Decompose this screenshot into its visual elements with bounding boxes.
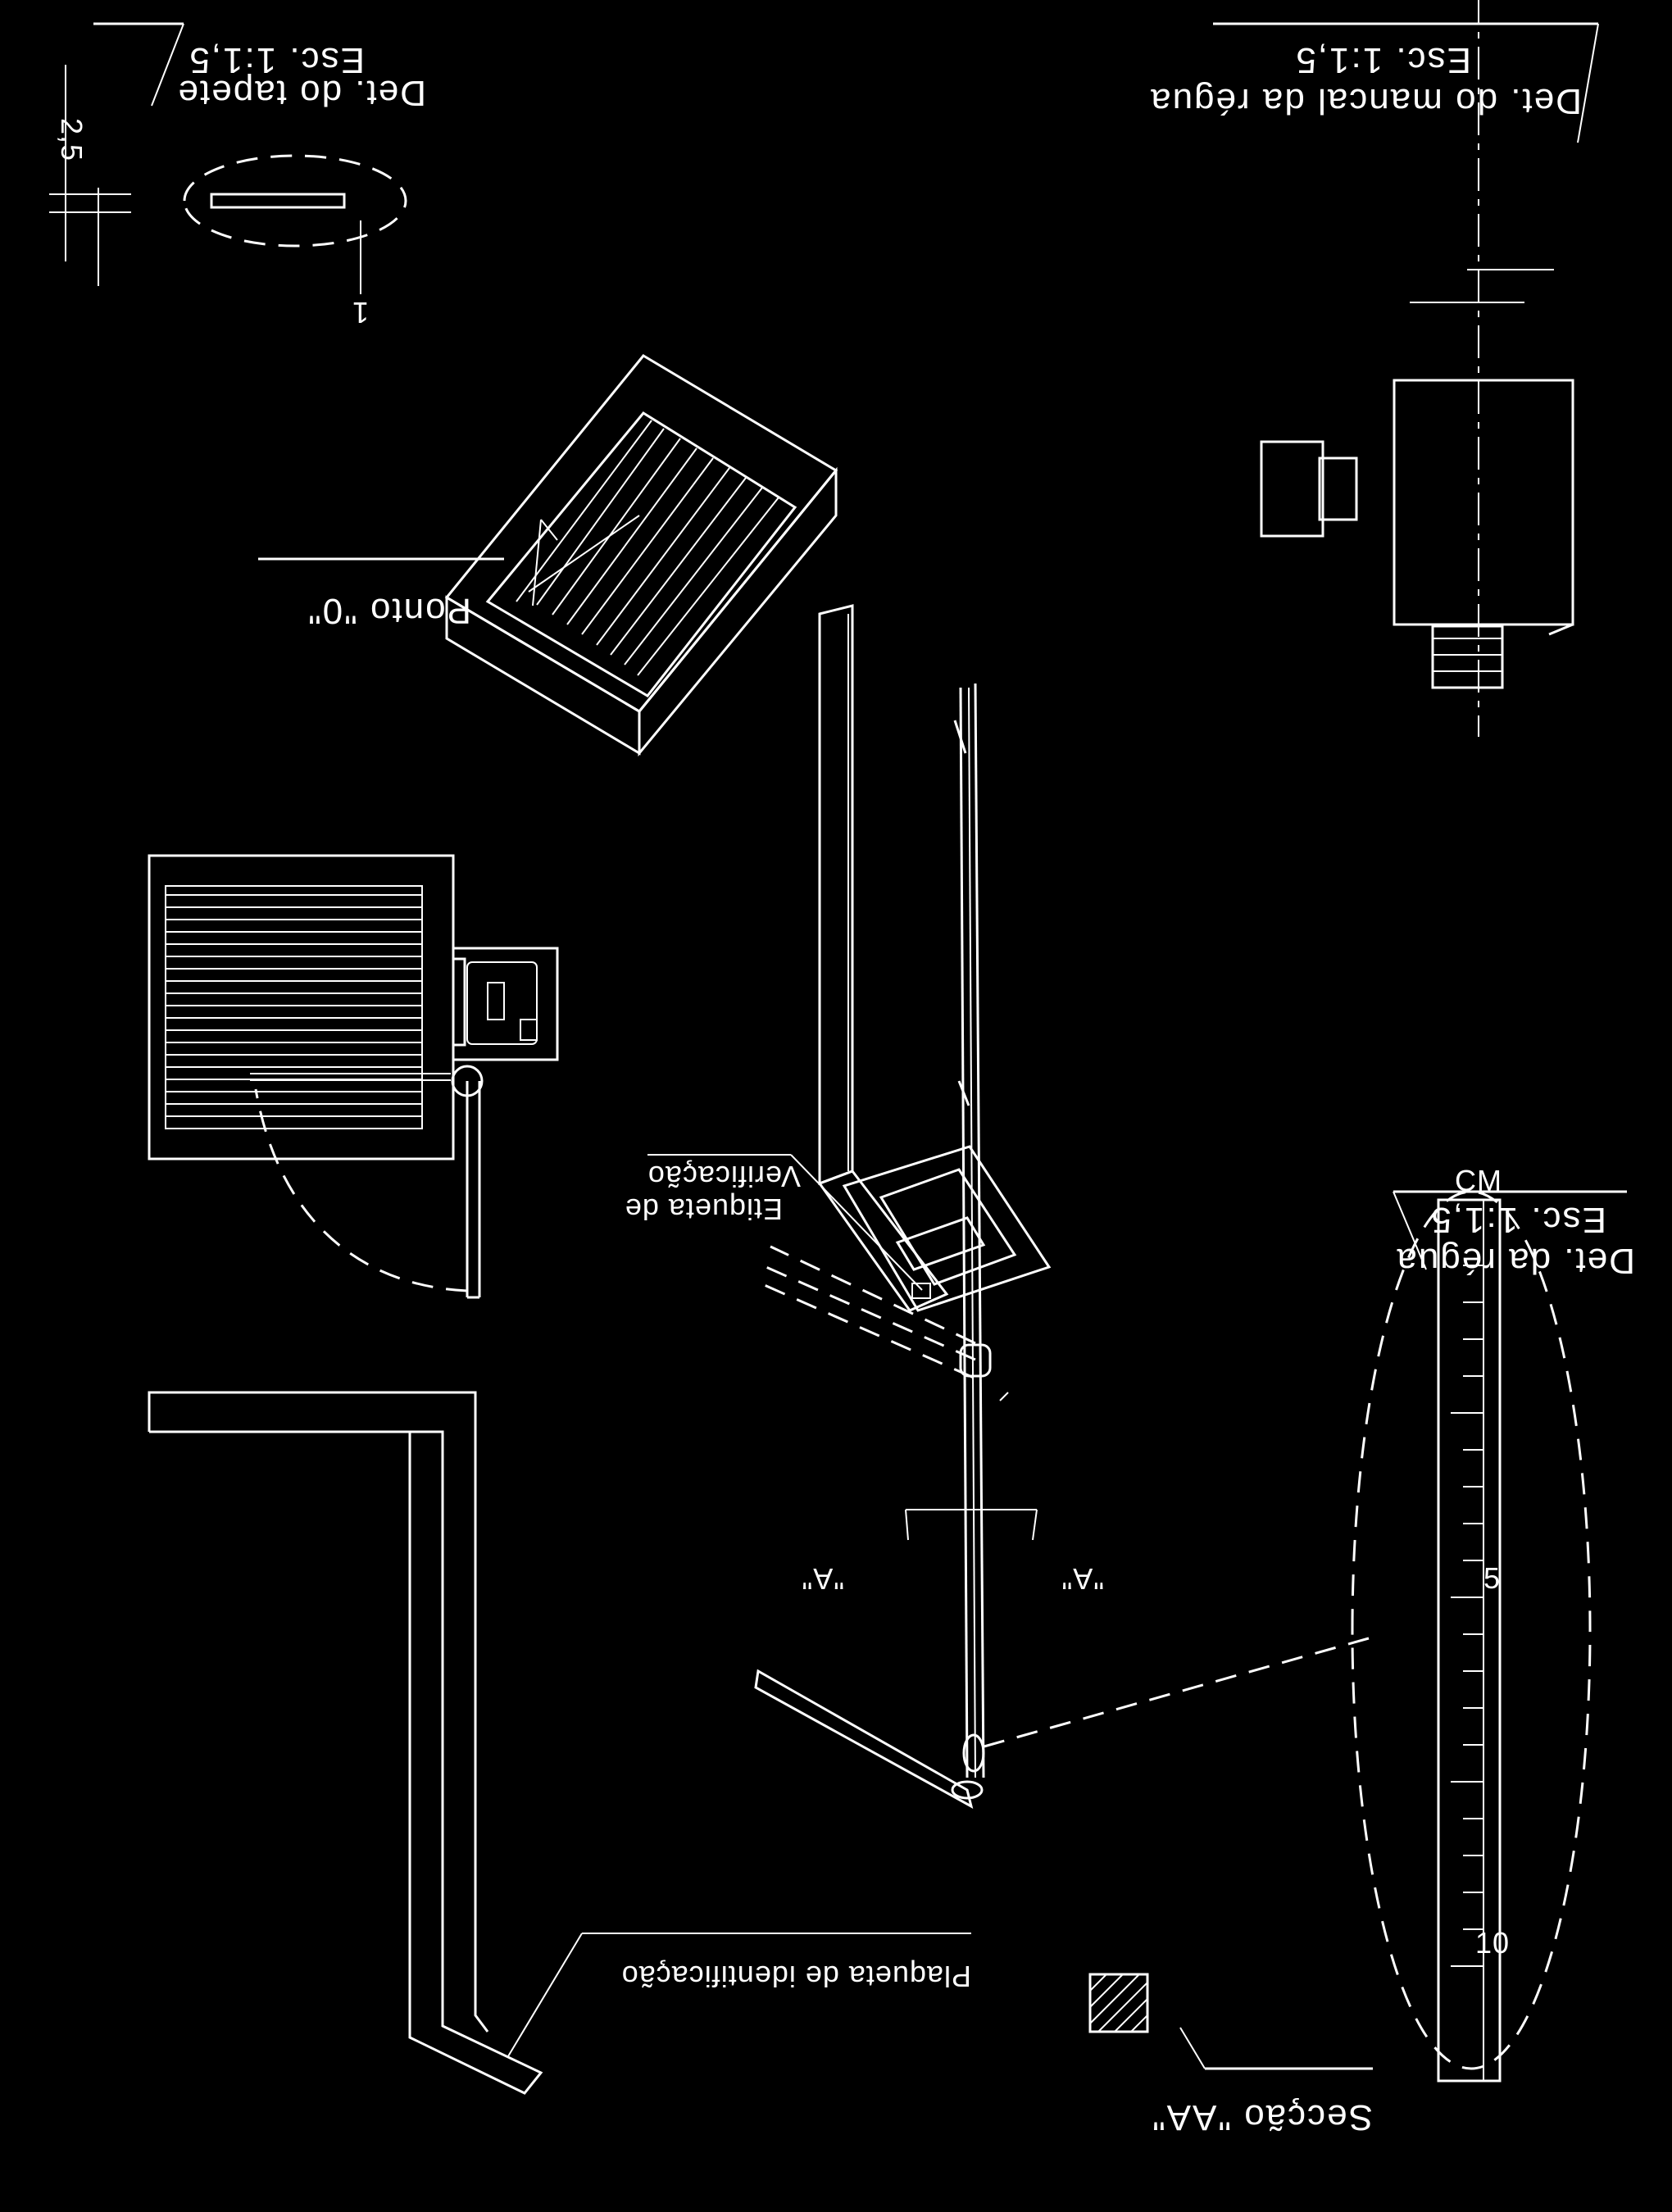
ruler-ticks — [1451, 1265, 1483, 1967]
ruler-10-label: 10 — [1475, 1926, 1510, 1960]
detail-ruler — [975, 1190, 1627, 2083]
section-mark-right: "A" — [1061, 1562, 1104, 1596]
rotated-sheet: Det. do tapete Esc. 1:1,5 2,5 1 Det. do … — [49, 0, 1635, 2137]
det-tapete-scale: Esc. 1:1,5 — [188, 40, 365, 80]
ponto-zero-callout — [258, 515, 640, 606]
identification-plate — [148, 1391, 971, 2095]
etiqueta-label-line1: Etiqueta de — [625, 1192, 783, 1226]
plan-stripes — [165, 885, 423, 1129]
scale-plan-view — [148, 854, 559, 1299]
etiqueta-label-line2: Verificação — [647, 1160, 801, 1193]
det-regua-label: Det. da régua — [1395, 1241, 1635, 1281]
section-aa-symbol — [1088, 1973, 1373, 2070]
mat-stripes — [516, 420, 779, 676]
ruler-5-label: 5 — [1483, 1561, 1501, 1595]
dim-small: 1 — [352, 296, 369, 329]
det-tapete-label: Det. do tapete — [177, 73, 426, 113]
head-stop-upper — [760, 1245, 976, 1379]
det-mancal-scale: Esc. 1:1,5 — [1294, 40, 1471, 80]
section-mark-left: "A" — [801, 1562, 844, 1596]
plaqueta-label: Plaqueta de identificação — [621, 1960, 971, 1993]
detail-mat — [49, 22, 407, 294]
seccao-label: Secção "AA" — [1151, 2097, 1373, 2137]
dim-thickness: 2,5 — [55, 118, 89, 161]
detail-bearing — [1213, 0, 1599, 737]
det-mancal-label: Det. do mancal da régua — [1149, 81, 1582, 121]
scale-isometric-view — [444, 354, 1052, 1809]
det-regua-scale: Esc. 1:1,5 — [1429, 1200, 1606, 1240]
ponto-zero-label: Ponto "0" — [307, 591, 471, 631]
ruler-unit-label: CM — [1455, 1164, 1502, 1197]
